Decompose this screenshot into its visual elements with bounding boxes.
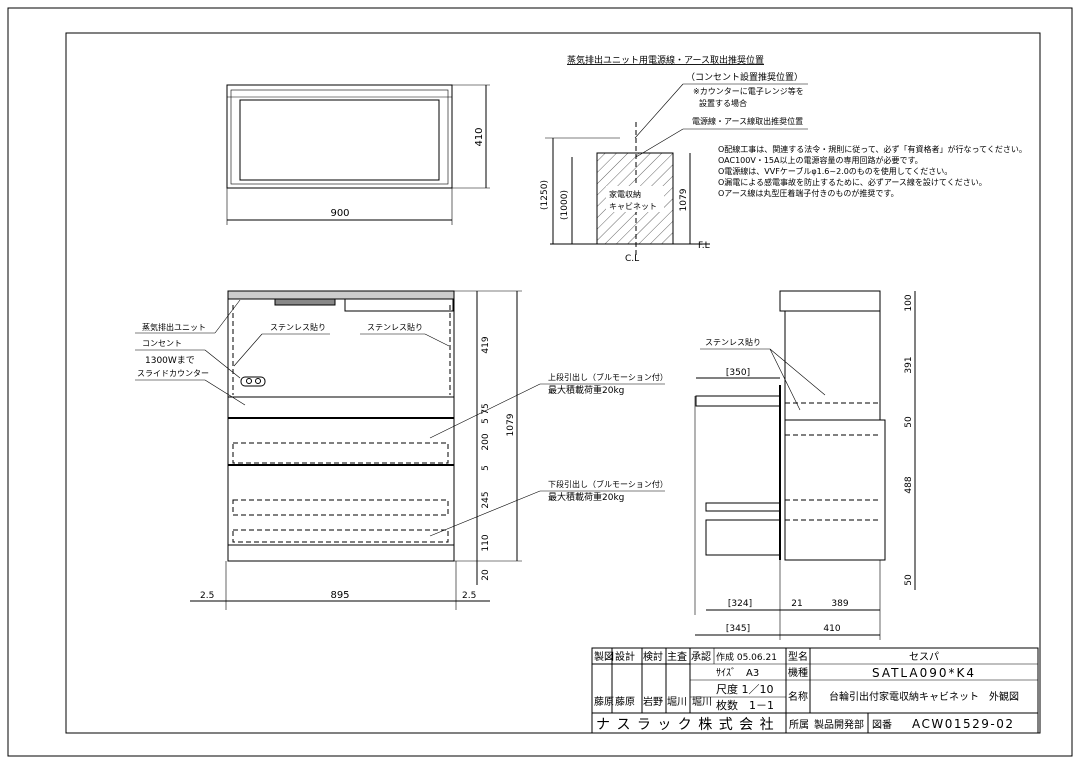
dim-75: 75 — [481, 403, 491, 414]
drawing-frame — [65, 32, 1041, 734]
dim-2-5-left: 2.5 — [200, 591, 214, 601]
note-line: O配線工事は、関連する法令・規則に従って、必ず「有資格者」が行なってください。 — [718, 144, 1027, 154]
created-date: 作成 05.06.21 — [716, 651, 777, 663]
dim-width: 900 — [330, 208, 349, 219]
note-line: Oアース線は丸型圧着端子付きのものが推奨です。 — [718, 188, 899, 198]
drawing-number: ACW01529-02 — [912, 717, 1015, 731]
stainless-label-2: ステンレス貼り — [367, 322, 423, 332]
scale: 尺度 1／10 — [716, 682, 774, 696]
cabinet-label-a: 家電収納 — [609, 189, 641, 199]
lower-drawer-label: 下段引出し（ブルモーション付） — [548, 479, 668, 489]
dim-895: 895 — [330, 590, 349, 601]
type-value: SATLA090*K4 — [872, 666, 976, 680]
dim-488: 488 — [904, 476, 914, 493]
dim-419: 419 — [481, 336, 491, 353]
model-value: セスパ — [909, 651, 939, 663]
dim-2-5-right: 2.5 — [462, 591, 476, 601]
upper-load-label: 最大積載荷重20kg — [548, 384, 624, 396]
dim-50: 50 — [904, 416, 914, 428]
dim-391: 391 — [904, 356, 914, 373]
sheet-count: 枚数 1－1 — [716, 698, 774, 712]
dim-5: 5 — [481, 418, 491, 424]
role-reviewer: 検討 — [643, 650, 663, 663]
dim-depth: 410 — [474, 127, 485, 146]
dim-110: 110 — [481, 534, 491, 551]
side-view: ステンレス貼り [350] [324] 21 389 [345] 410 100… — [694, 290, 916, 640]
floor-line-label: F.L — [698, 241, 710, 251]
steam-unit-label: 蒸気排出ユニット — [142, 322, 206, 332]
dim-50: 50 — [904, 574, 914, 586]
note-line: OAC100V・15A以上の電源容量の専用回路が必要です。 — [718, 155, 923, 165]
outlet-label: コンセント — [142, 339, 182, 348]
drawing-name: 台輪引出付家電収納キャビネット 外観図 — [829, 690, 1019, 703]
outlet-position-label: （コンセント設置推奨位置） — [686, 71, 803, 83]
dim-100: 100 — [904, 294, 914, 311]
dim-1250: (1250) — [540, 180, 550, 210]
signature: 藤原 — [594, 696, 614, 708]
name-label: 名称 — [788, 690, 808, 703]
dept-value: 製品開発部 — [814, 718, 864, 731]
front-view: 蒸気排出ユニット コンセント 1300Wまで スライドカウンター ステンレス貼り… — [135, 290, 668, 610]
note-a: ※カウンターに電子レンジ等を — [693, 86, 804, 96]
dim-5: 5 — [481, 465, 491, 471]
model-label: 型名 — [788, 650, 808, 663]
title-block: 製図 設計 検討 主査 承認 藤原 藤原 岩野 堀川 堀川 作成 05.06.2… — [591, 647, 1039, 734]
type-label: 機種 — [788, 666, 808, 679]
slide-counter-label: スライドカウンター — [137, 369, 209, 378]
top-view: 900 410 — [226, 84, 490, 225]
dim-389: 389 — [831, 599, 848, 609]
dim-345: [345] — [726, 624, 750, 634]
dim-200: 200 — [481, 433, 491, 450]
electrical-detail: 蒸気排出ユニット用電源線・アース取出推奨位置 （コンセント設置推奨位置） ※カウ… — [540, 54, 808, 264]
dim-1079: 1079 — [679, 188, 689, 211]
signature: 堀川 — [667, 696, 687, 708]
side-stainless-label: ステンレス貼り — [705, 337, 761, 347]
dim-1079: 1079 — [506, 413, 516, 436]
cabinet-label-b: キャビネット — [609, 202, 657, 211]
role-chief: 主査 — [667, 650, 687, 663]
lower-load-label: 最大積載荷重20kg — [548, 491, 624, 503]
signature: 岩野 — [643, 695, 663, 708]
detail-title: 蒸気排出ユニット用電源線・アース取出推奨位置 — [567, 54, 764, 66]
dim-410: 410 — [823, 624, 840, 634]
paper-size: ｻｲｽﾞ A3 — [716, 667, 759, 679]
dim-324: [324] — [728, 599, 752, 609]
dim-21: 21 — [791, 599, 802, 609]
signature: 藤原 — [615, 696, 635, 708]
center-line-label: C.L — [625, 254, 639, 264]
role-designer: 設計 — [615, 650, 635, 663]
dim-1000: (1000) — [560, 190, 570, 220]
wattage-label: 1300Wまで — [145, 355, 195, 366]
wiring-notes: O配線工事は、関連する法令・規則に従って、必ず「有資格者」が行なってください。 … — [718, 144, 1027, 198]
outer-border — [7, 7, 1073, 757]
note-line: O電源線は、VVFケーブルφ1.6~2.0のものを使用してください。 — [718, 166, 952, 176]
note-line: O漏電による感電事故を防止するために、必ずアース線を設けてください。 — [718, 177, 987, 187]
note-b: 設置する場合 — [699, 98, 747, 108]
upper-drawer-label: 上段引出し（ブルモーション付） — [548, 372, 668, 382]
role-approver: 承認 — [691, 650, 711, 663]
role-drafter: 製図 — [594, 650, 614, 663]
cable-position-label: 電源線・アース線取出推奨位置 — [692, 116, 803, 126]
stainless-label-1: ステンレス貼り — [270, 322, 326, 332]
dept-label: 所属 — [789, 719, 809, 731]
dim-20: 20 — [481, 569, 491, 581]
signature: 堀川 — [692, 696, 712, 708]
dim-245: 245 — [481, 491, 491, 508]
dim-350: [350] — [726, 368, 750, 378]
company-name: ナ ス ラ ッ ク 株 式 会 社 — [596, 717, 775, 733]
drawing-number-label: 図番 — [872, 719, 892, 731]
